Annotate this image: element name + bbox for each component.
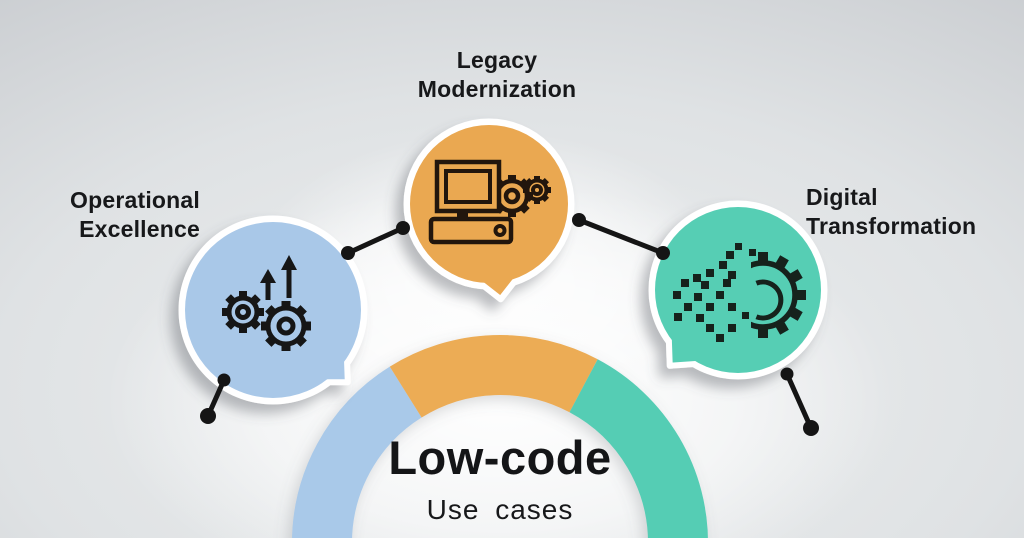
arc-segment-blue: [292, 366, 423, 538]
computer-base: [428, 216, 514, 245]
small-gear-icon: [523, 176, 551, 204]
monitor-screen: [444, 169, 492, 204]
connectors: [200, 213, 819, 436]
bubble-operational-excellence: [178, 215, 368, 405]
use-cases-arc: [292, 335, 708, 538]
connector-orange-teal: [572, 213, 670, 260]
connector-blue-orange: [341, 221, 410, 260]
diagram-title: Low-code: [388, 431, 612, 484]
label-operational-excellence: Operational Excellence: [69, 187, 200, 242]
pixel-squares: [673, 243, 756, 342]
bubble-digital-transformation: [648, 200, 828, 380]
gears-growth-arrows-icon: [222, 255, 311, 351]
monitor-stand: [457, 211, 468, 219]
base-button: [493, 224, 507, 237]
pixel-dissolve-gear-icon: [673, 243, 806, 342]
computer-gears-icon: [428, 159, 551, 245]
small-gear-icon: [222, 291, 264, 333]
arc-segment-teal: [568, 359, 708, 538]
label-digital-transformation: Digital Transformation: [806, 184, 977, 239]
big-gear-icon: [261, 301, 311, 351]
label-legacy-modernization: Legacy Modernization: [417, 47, 577, 102]
diagram-subtitle: Use cases: [426, 494, 574, 525]
arc-segment-orange: [389, 335, 598, 418]
connector-blue-lower: [200, 373, 231, 424]
half-gear-icon: [751, 252, 806, 338]
arc-center-text: Low-code Use cases: [330, 430, 670, 526]
connector-teal-lower: [780, 367, 819, 436]
up-arrows-icon: [260, 255, 297, 300]
gear-inner-arc: [755, 279, 784, 321]
bubble-legacy-modernization: [403, 118, 575, 303]
